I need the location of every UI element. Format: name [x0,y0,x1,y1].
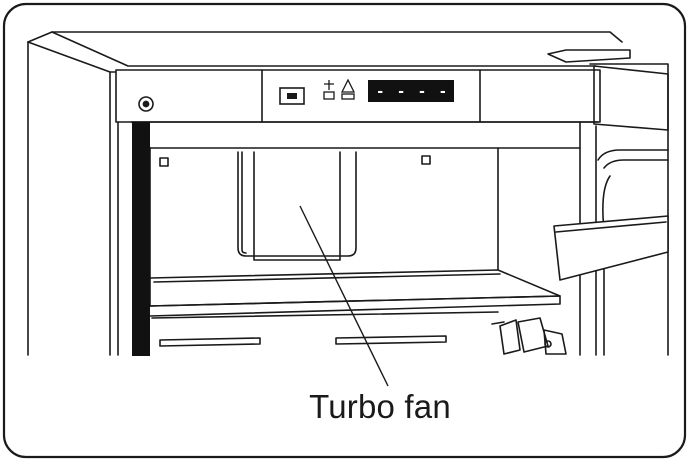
diagram-cutoff [20,356,680,370]
hinge-arm [491,321,505,325]
turbo-fan-label: Turbo fan [309,388,451,425]
hinge-part-2 [517,317,549,353]
turbo-fan-shadow [241,151,247,254]
door-top-panel [593,65,669,131]
turbo-fan-cover [253,151,341,261]
alarm-icon [340,78,356,100]
lower-rail-left [159,337,261,347]
lower-rail-right [335,335,447,345]
cabinet-left-dark-edge [132,122,150,356]
shelf-support [151,311,499,319]
display-readout: - - - - - [376,84,470,100]
door-bin-rim [555,221,667,233]
shelf-front [149,295,561,317]
door-outer [589,63,669,356]
door-hinge-cap [547,49,631,63]
hinge-part-1 [499,319,521,355]
cabinet-top-edge [51,31,597,67]
cabinet-top [27,31,623,43]
mount-square-left [159,157,169,167]
mount-square-right [421,155,431,165]
door-gasket [597,149,669,161]
lock-icon [323,80,335,100]
control-panel [115,69,601,123]
panel-knob [138,96,154,112]
callout-leader-line [299,205,389,387]
door-gasket-inner [603,159,669,169]
hinge-screw [544,340,552,348]
shelf-edge [153,273,501,283]
door-bin [553,215,669,281]
turbo-fan-housing [237,151,357,257]
temperature-display [368,80,454,102]
panel-knob-center [142,100,150,108]
panel-button-center [287,93,297,99]
